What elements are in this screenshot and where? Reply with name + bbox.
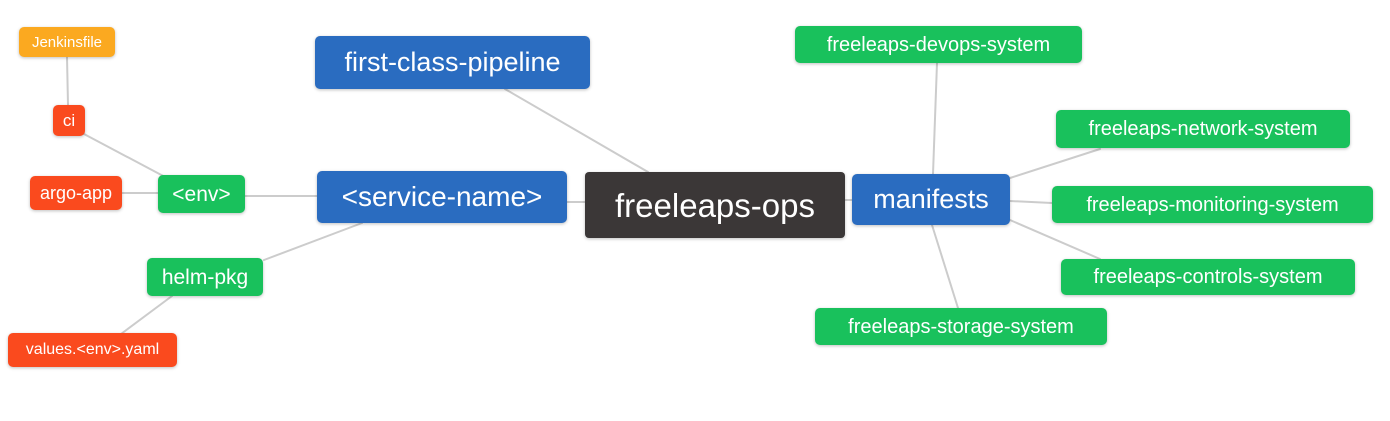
node-freeleaps-controls-system[interactable]: freeleaps-controls-system xyxy=(1061,259,1355,295)
node-helm-pkg[interactable]: helm-pkg xyxy=(147,258,263,296)
node-values-env-yaml[interactable]: values.<env>.yaml xyxy=(8,333,177,367)
edge-helm-pkg-values xyxy=(120,295,173,335)
node-freeleaps-monitoring-system[interactable]: freeleaps-monitoring-system xyxy=(1052,186,1373,223)
edge-ci-env xyxy=(83,133,168,179)
node-service-name[interactable]: <service-name> xyxy=(317,171,567,223)
edge-manifests-storage xyxy=(931,224,959,309)
node-jenkinsfile[interactable]: Jenkinsfile xyxy=(19,27,115,57)
edge-helm-pkg-service-name xyxy=(263,222,363,261)
node-argo-app[interactable]: argo-app xyxy=(30,176,122,210)
node-freeleaps-storage-system[interactable]: freeleaps-storage-system xyxy=(815,308,1107,345)
edge-manifests-network xyxy=(1009,148,1101,179)
node-freeleaps-devops-system[interactable]: freeleaps-devops-system xyxy=(795,26,1082,63)
node-freeleaps-ops-root[interactable]: freeleaps-ops xyxy=(585,172,845,238)
edge-manifests-controls xyxy=(1009,219,1101,260)
edge-manifests-monitoring xyxy=(1009,200,1053,204)
node-freeleaps-network-system[interactable]: freeleaps-network-system xyxy=(1056,110,1350,148)
edge-manifests-devops xyxy=(932,62,938,175)
node-env[interactable]: <env> xyxy=(158,175,245,213)
node-first-class-pipeline[interactable]: first-class-pipeline xyxy=(315,36,590,89)
edge-pipeline-ops xyxy=(504,88,649,173)
edge-jenkinsfile-ci xyxy=(66,56,69,106)
node-manifests[interactable]: manifests xyxy=(852,174,1010,225)
node-ci[interactable]: ci xyxy=(53,105,85,136)
